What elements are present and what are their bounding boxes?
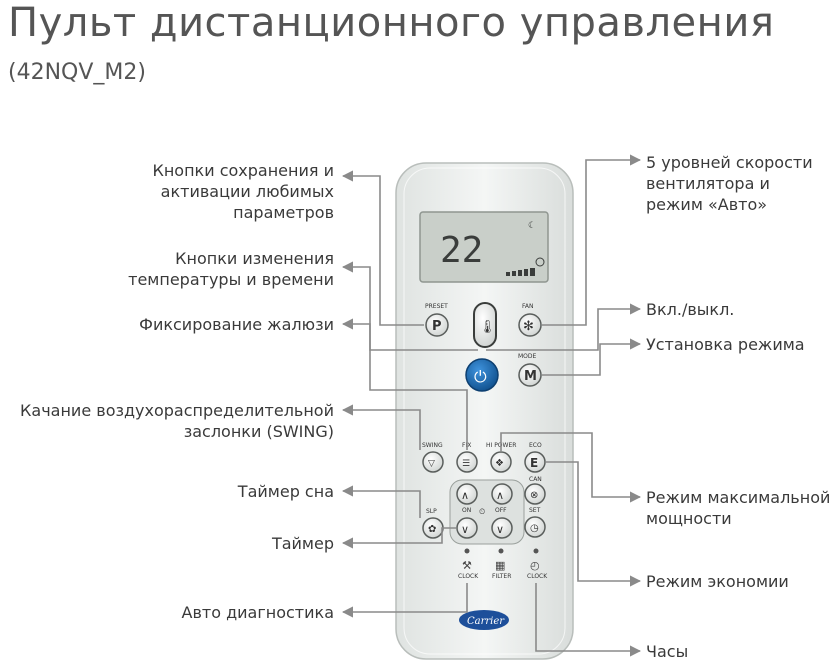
leader-sleep-timer (341, 485, 421, 518)
label-sleep-timer: Таймер сна (237, 482, 334, 501)
label-auto-diag: Авто диагностика (181, 603, 334, 622)
leader-clock (535, 583, 642, 657)
label-clock: Часы (646, 642, 689, 661)
chevron-up-icon: ∧ (496, 489, 504, 502)
filter-indicator: ▦ FILTER (492, 548, 511, 580)
sleep-icon: ✿ (428, 524, 436, 535)
leader-mode-set (542, 338, 642, 376)
svg-text:MODE: MODE (518, 353, 537, 360)
label-swing: Качание воздухораспределительной заслонк… (20, 401, 334, 441)
svg-text:E: E (530, 456, 538, 470)
cancel-button[interactable]: CAN ⊗ (524, 476, 546, 505)
clock-indicator: ◴ CLOCK (527, 548, 548, 580)
label-favorites: Кнопки сохранения и активации любимых па… (152, 161, 334, 222)
lcd-display: 22 ☾ (419, 211, 549, 283)
svg-text:Carrier: Carrier (467, 616, 505, 627)
svg-text:CLOCK: CLOCK (527, 573, 548, 580)
preset-button[interactable]: PRESET P (425, 303, 449, 337)
leader-on-off (486, 303, 642, 351)
power-button[interactable]: ⏻ (465, 358, 499, 392)
leader-lines (341, 154, 642, 657)
timer-off-up-button[interactable]: ∧ (491, 483, 513, 505)
label-mode-set: Установка режима (646, 335, 805, 354)
timer-off-caption: OFF (495, 507, 507, 514)
chevron-up-icon: ∧ (461, 489, 469, 502)
label-temp-time: Кнопки изменения температуры и времени (128, 249, 334, 289)
svg-text:P: P (432, 319, 442, 334)
timer-off-down-button[interactable]: ∨ (491, 517, 513, 539)
auto-diagnosis-indicator: ⚒ CLOCK (458, 548, 479, 580)
leader-louver-fix (341, 318, 468, 450)
fan-speed-bars (506, 268, 535, 276)
label-louver-fix: Фиксирование жалюзи (139, 315, 334, 334)
hipower-icon: ❖ (495, 458, 504, 469)
svg-text:SLP: SLP (426, 508, 437, 515)
svg-text:M: M (524, 369, 537, 384)
swing-button[interactable]: SWING ▽ (422, 442, 444, 473)
leader-favorites (341, 170, 424, 326)
fan-icon: ✻ (523, 319, 534, 334)
chevron-down-icon: ∨ (461, 523, 469, 536)
timer-clock-icon: ⏲ (479, 507, 485, 516)
leader-auto-diag (341, 583, 468, 618)
set-button[interactable]: SET ◷ (524, 507, 546, 538)
leader-eco-mode (546, 461, 642, 587)
svg-text:SWING: SWING (422, 442, 443, 449)
svg-text:CLOCK: CLOCK (458, 573, 479, 580)
cancel-icon: ⊗ (530, 490, 538, 501)
power-icon: ⏻ (474, 367, 487, 386)
fan-button[interactable]: FAN ✻ (518, 303, 542, 337)
page-subtitle: (42NQV_M2) (8, 60, 146, 85)
sleep-button[interactable]: SLP ✿ (422, 508, 444, 539)
svg-text:SET: SET (529, 507, 541, 514)
carrier-logo: Carrier (459, 610, 509, 630)
mode-button[interactable]: MODE M (518, 353, 542, 387)
svg-text:ECO: ECO (529, 442, 542, 449)
leader-fan-speed (542, 154, 642, 326)
wrench-icon: ⚒ (462, 559, 472, 572)
page-title: Пульт дистанционного управления (8, 0, 775, 46)
lcd-temperature: 22 (440, 230, 483, 271)
louver-icon: ☰ (462, 459, 470, 469)
temperature-rocker[interactable]: 🌡 (473, 302, 497, 348)
fan-icon (535, 257, 545, 267)
svg-text:PRESET: PRESET (425, 303, 448, 310)
leader-temp-time (341, 261, 478, 351)
timer-on-down-button[interactable]: ∨ (456, 517, 478, 539)
filter-icon: ▦ (495, 559, 505, 572)
lcd-mode-icon: ☾ (528, 221, 536, 231)
label-fan-speed: 5 уровней скорости вентилятора и режим «… (646, 153, 813, 214)
svg-text:FILTER: FILTER (492, 573, 511, 580)
label-timer: Таймер (271, 534, 334, 553)
eco-button[interactable]: ECO E (524, 442, 546, 473)
clock-icon: ◷ (530, 523, 539, 534)
timer-on-caption: ON (462, 507, 471, 514)
label-on-off: Вкл./выкл. (646, 300, 735, 319)
swing-icon: ▽ (428, 459, 435, 469)
svg-text:CAN: CAN (529, 476, 542, 483)
clock-icon: ◴ (530, 559, 540, 572)
leader-timer (341, 527, 456, 549)
svg-text:FAN: FAN (522, 303, 534, 310)
label-eco-mode: Режим экономии (646, 572, 789, 591)
label-max-power: Режим максимальной мощности (646, 488, 829, 528)
timer-on-up-button[interactable]: ∧ (456, 483, 478, 505)
leader-max-power (500, 432, 642, 503)
leader-swing (341, 404, 421, 450)
chevron-down-icon: ∨ (496, 523, 504, 536)
thermometer-icon: 🌡 (479, 319, 496, 335)
